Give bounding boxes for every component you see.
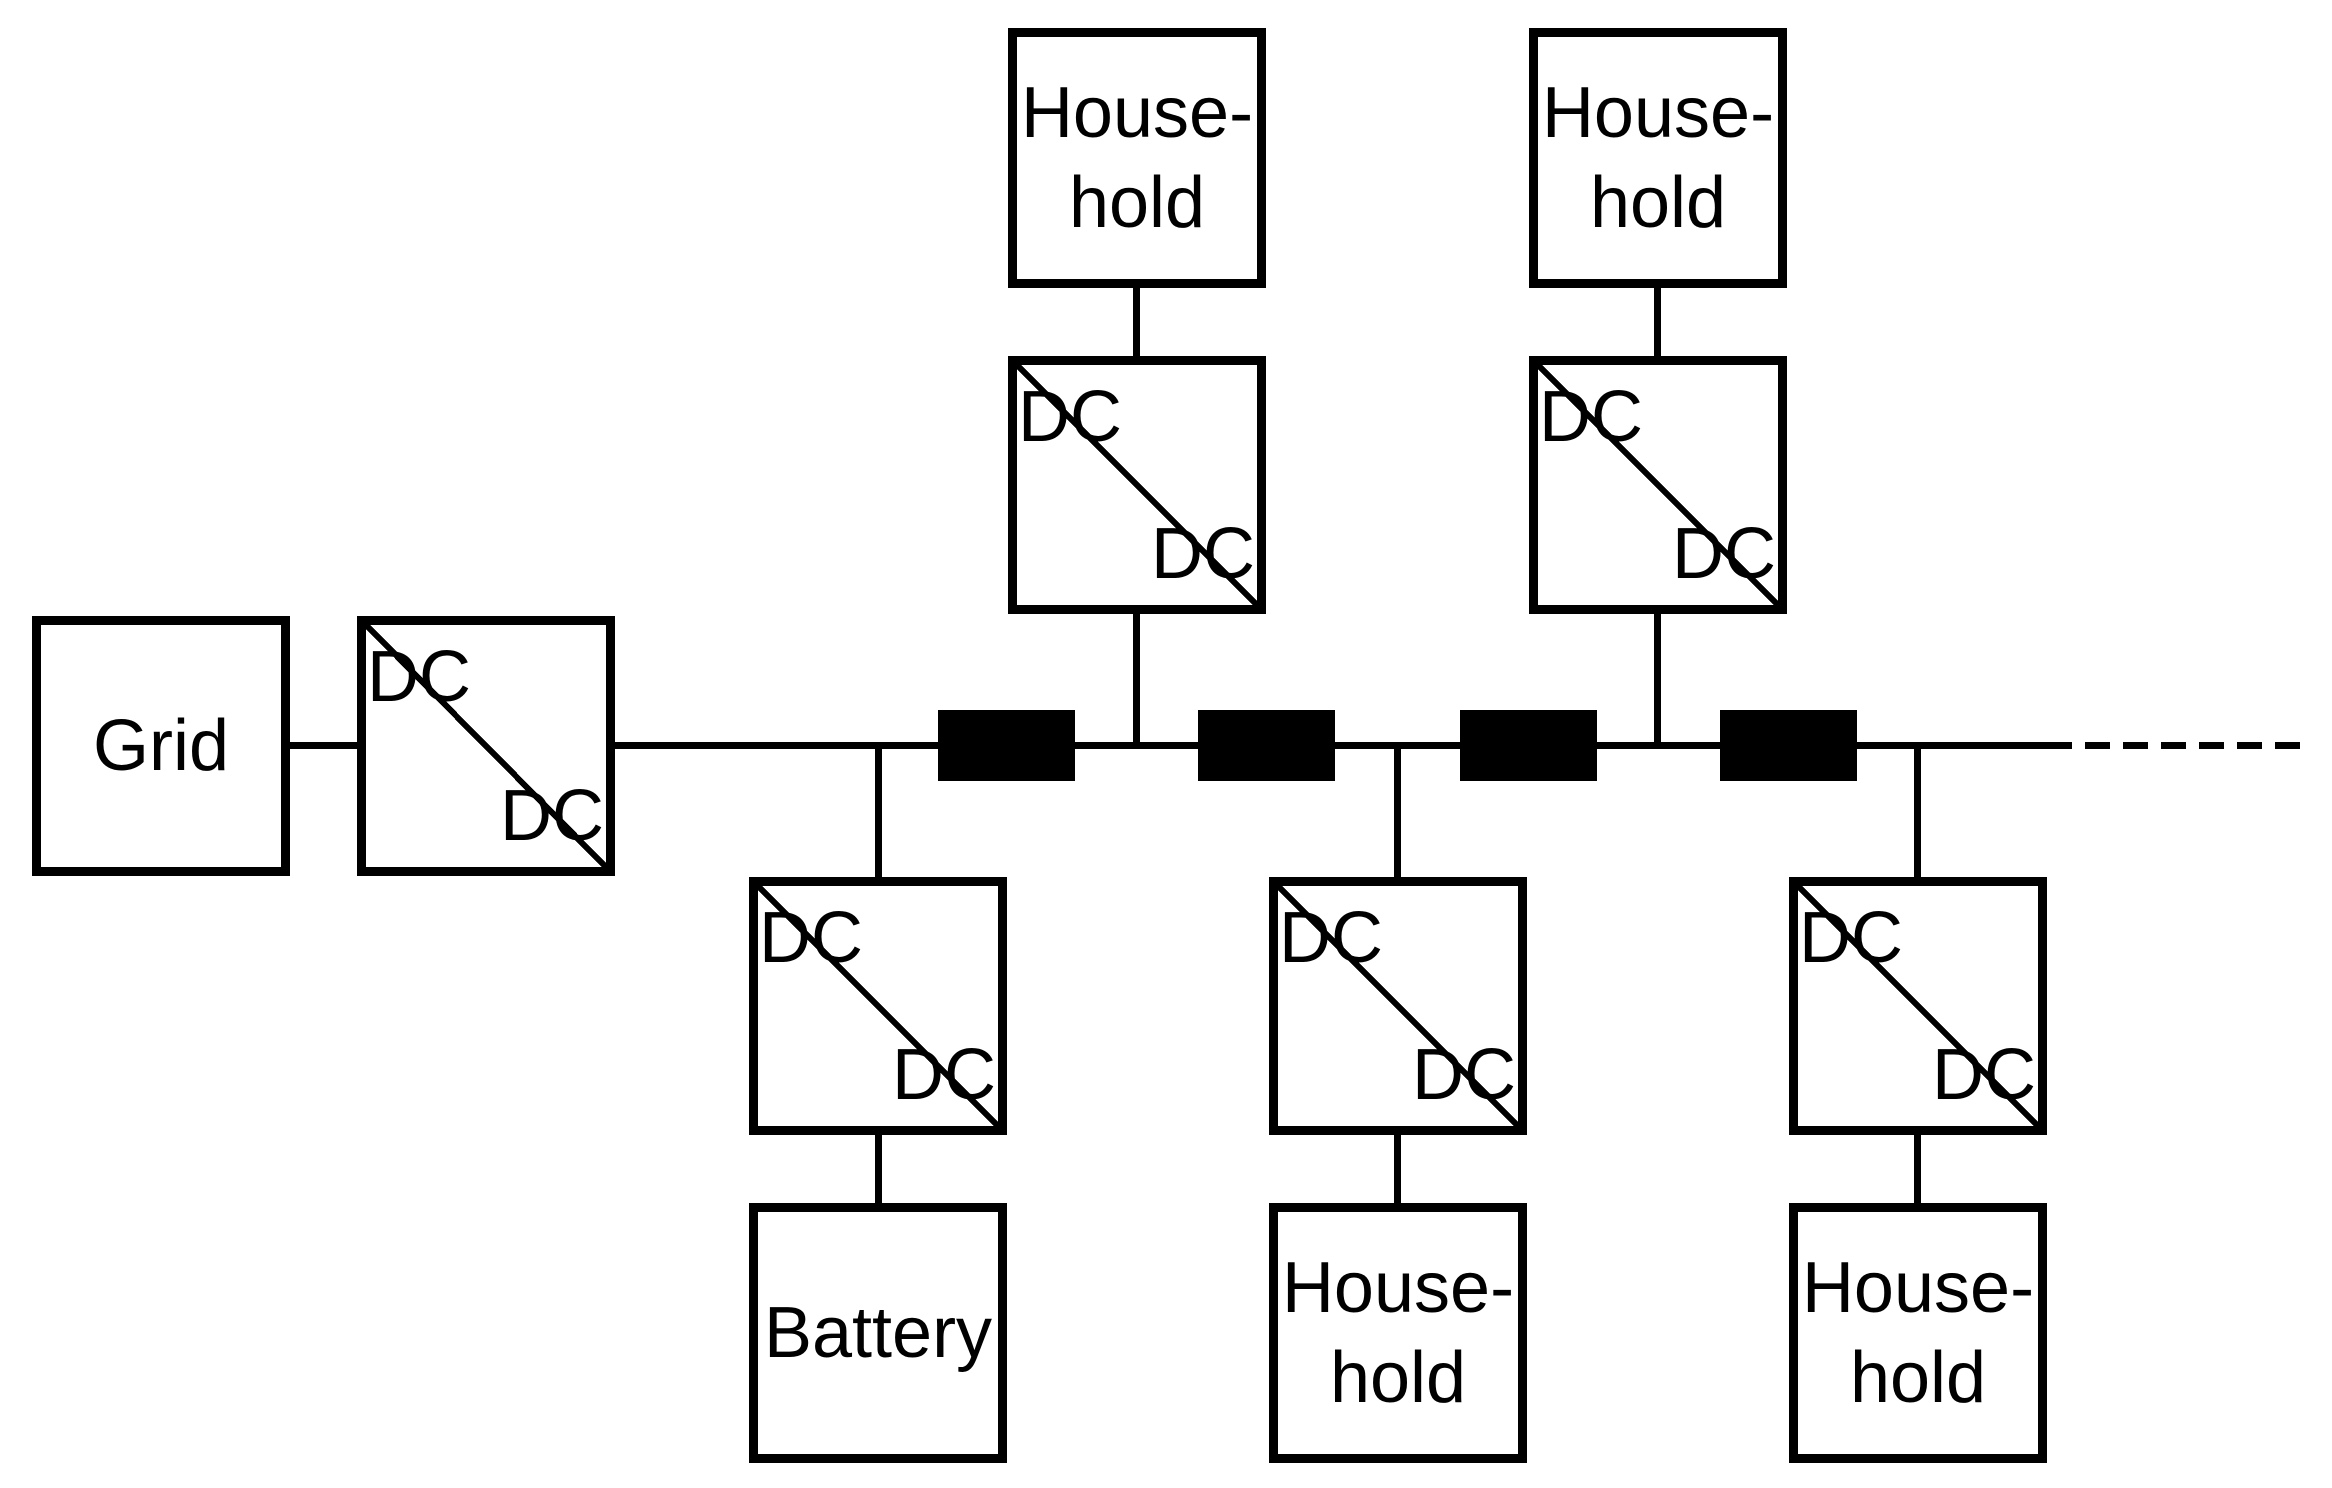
dc-bus-dashed-continuation: [2047, 742, 2307, 749]
wire-converter-to-bus: [1654, 614, 1661, 742]
dc-top-label: DC: [1539, 377, 1643, 457]
wire-bus-to-converter: [875, 749, 882, 877]
household-label-line1: House-: [1281, 1248, 1515, 1328]
grid-box: Grid: [32, 616, 290, 876]
converter-box-bottom-2: DC DC: [1789, 877, 2047, 1135]
battery-box: Battery: [749, 1203, 1007, 1463]
dc-top-label: DC: [1799, 898, 1903, 978]
wire-bus-to-converter: [1394, 749, 1401, 877]
dc-bottom-label: DC: [892, 1035, 996, 1115]
dc-top-label: DC: [759, 898, 863, 978]
household-box-bottom-2: House- hold: [1789, 1203, 2047, 1463]
dc-bottom-label: DC: [1672, 514, 1776, 594]
wire-converter-to-bus: [1133, 614, 1140, 742]
bus-impedance-block: [938, 710, 1075, 781]
household-label-line1: House-: [1801, 1248, 2035, 1328]
bus-impedance-block: [1460, 710, 1597, 781]
dc-bottom-label: DC: [1412, 1035, 1516, 1115]
dc-top-label: DC: [1018, 377, 1122, 457]
wire-bus-to-converter: [1914, 749, 1921, 877]
dc-bottom-label: DC: [1151, 514, 1255, 594]
dc-top-label: DC: [1279, 898, 1383, 978]
grid-label: Grid: [92, 706, 230, 786]
battery-label: Battery: [763, 1293, 993, 1373]
household-label-line2: hold: [1589, 163, 1727, 243]
household-box-top-2: House- hold: [1529, 28, 1787, 288]
household-box-top-1: House- hold: [1008, 28, 1266, 288]
converter-box-top-2: DC DC: [1529, 356, 1787, 614]
household-label-line1: House-: [1020, 73, 1254, 153]
bus-impedance-block: [1720, 710, 1857, 781]
converter-diagonal-line: [1538, 365, 1778, 605]
dc-top-label: DC: [367, 637, 471, 717]
household-label-line2: hold: [1849, 1338, 1987, 1418]
converter-box-bottom-1: DC DC: [1269, 877, 1527, 1135]
household-label-line1: House-: [1541, 73, 1775, 153]
household-box-bottom-1: House- hold: [1269, 1203, 1527, 1463]
wire-converter-to-household: [1914, 1135, 1921, 1203]
converter-box-battery: DC DC: [749, 877, 1007, 1135]
converter-diagonal-line: [1798, 886, 2038, 1126]
wire-converter-to-household: [1394, 1135, 1401, 1203]
household-label-line2: hold: [1068, 163, 1206, 243]
wire-household-to-converter: [1133, 288, 1140, 356]
dc-bottom-label: DC: [1932, 1035, 2036, 1115]
dc-bottom-label: DC: [500, 776, 604, 856]
converter-box-top-1: DC DC: [1008, 356, 1266, 614]
wire-grid-to-converter: [290, 742, 357, 749]
wire-household-to-converter: [1654, 288, 1661, 356]
converter-diagonal-line: [1017, 365, 1257, 605]
grid-converter-box: DC DC: [357, 616, 615, 876]
bus-impedance-block: [1198, 710, 1335, 781]
wire-converter-to-battery: [875, 1135, 882, 1203]
converter-diagonal-line: [366, 625, 606, 867]
household-label-line2: hold: [1329, 1338, 1467, 1418]
converter-diagonal-line: [1278, 886, 1518, 1126]
converter-diagonal-line: [758, 886, 998, 1126]
